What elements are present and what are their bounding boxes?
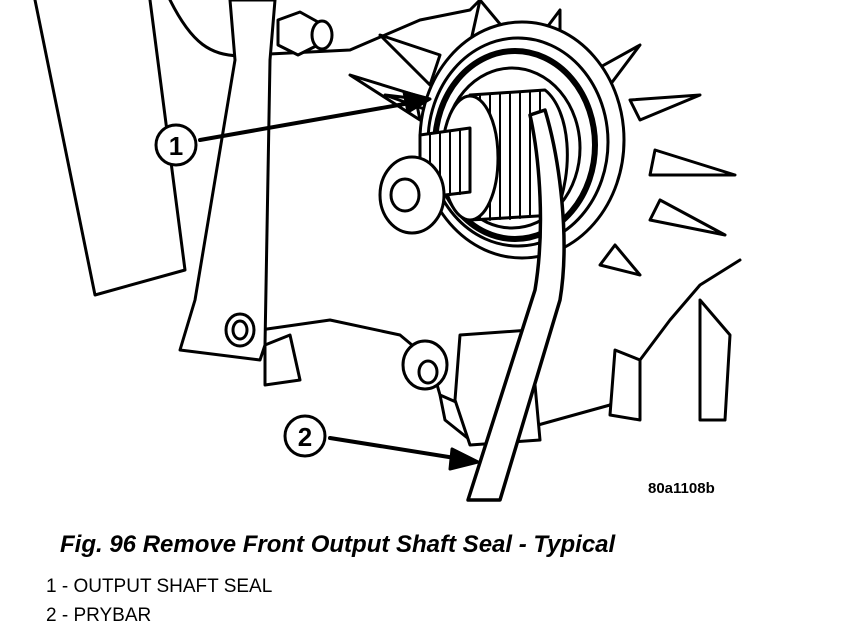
prybar <box>466 108 566 502</box>
callout-legend: 1 - OUTPUT SHAFT SEAL 2 - PRYBAR <box>46 574 272 632</box>
case-boss <box>401 339 449 391</box>
case-body-outline <box>168 0 482 58</box>
figure-code: 80a1108b <box>648 480 715 497</box>
legend-item: 1 - OUTPUT SHAFT SEAL <box>46 576 273 597</box>
case-lower-edge <box>438 393 472 442</box>
callout-2: 2 <box>283 414 480 471</box>
callout-2-number: 2 <box>298 422 312 452</box>
mounting-bracket <box>178 0 334 387</box>
figure-caption: Fig. 96 Remove Front Output Shaft Seal -… <box>60 531 616 558</box>
callout-1-number: 1 <box>169 131 183 161</box>
callout-1: 1 <box>154 90 432 167</box>
legend-item: 2 - PRYBAR <box>46 605 152 626</box>
transfer-case-illustration: 1 2 <box>33 0 742 502</box>
bracket-hole <box>224 312 256 348</box>
